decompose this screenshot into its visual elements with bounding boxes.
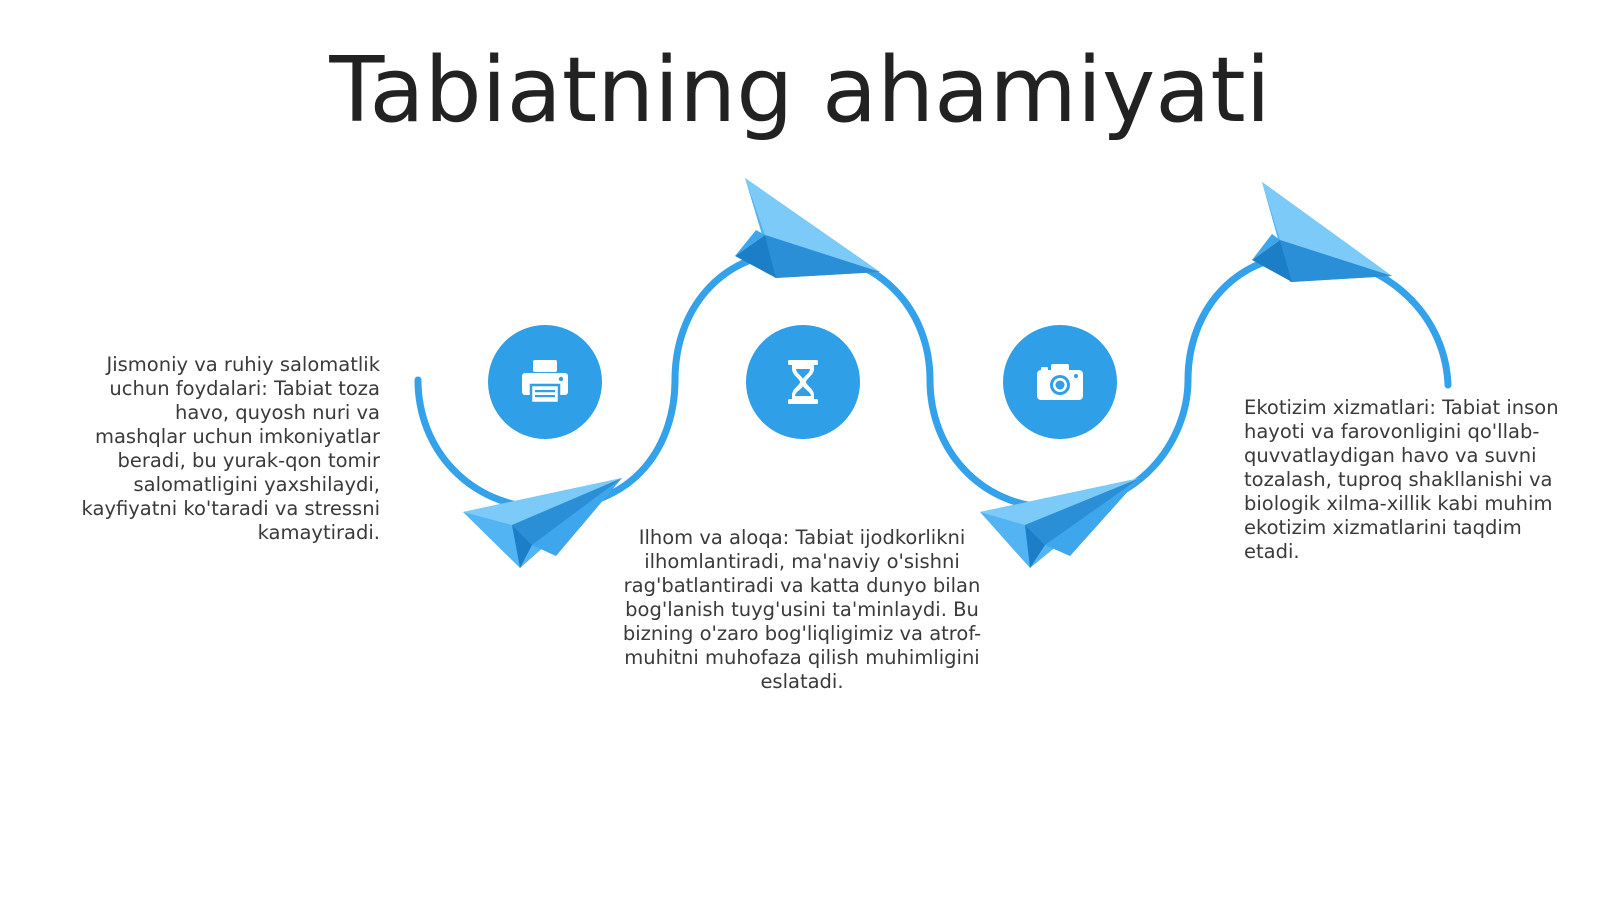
- paper-plane-icon: [1252, 182, 1392, 282]
- paper-plane-icon: [463, 478, 622, 568]
- paper-plane-icon: [980, 478, 1140, 568]
- paper-plane-icon: [735, 178, 880, 278]
- hourglass-icon: [788, 360, 818, 404]
- circle-badge-2: [746, 325, 860, 439]
- item-text-ecosystem: Ekotizim xizmatlari: Tabiat inson hayoti…: [1244, 396, 1559, 563]
- item-text-health: Jismoniy va ruhiy salomatlik uchun foyda…: [81, 353, 380, 544]
- camera-icon: [1037, 364, 1083, 400]
- circle-badge-3: [1003, 325, 1117, 439]
- circle-badge-1: [488, 325, 602, 439]
- item-text-inspiration: Ilhom va aloqa: Tabiat ijodkorlikni ilho…: [622, 526, 982, 693]
- page-title: Tabiatning ahamiyati: [329, 38, 1271, 143]
- printer-icon: [522, 360, 568, 405]
- wave-path: [414, 248, 1452, 512]
